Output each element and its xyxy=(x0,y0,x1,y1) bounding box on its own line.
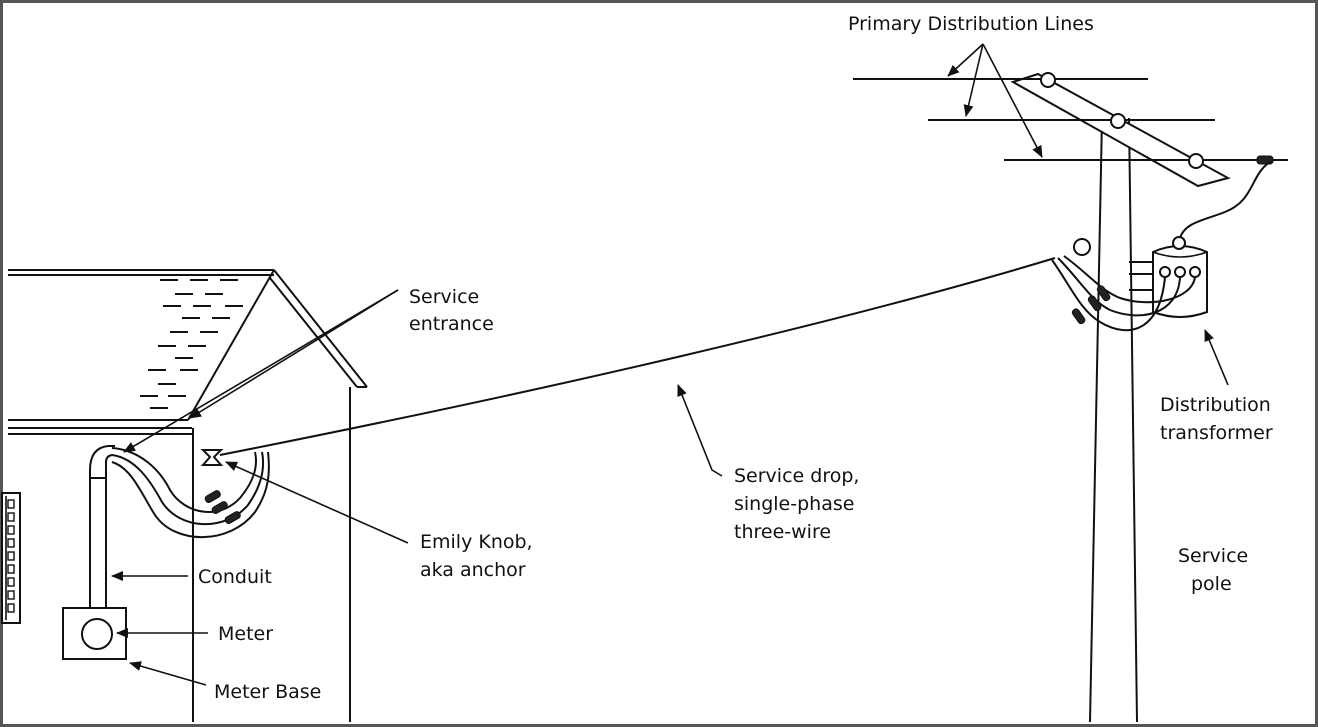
label-service-pole-line2: pole xyxy=(1191,573,1232,595)
label-service-drop-line1: Service drop, xyxy=(734,465,859,487)
label-service-entrance-line2: entrance xyxy=(409,313,494,335)
primary-lines-arrow-1 xyxy=(947,43,984,77)
service-pole xyxy=(853,72,1288,723)
label-service-entrance-line1: Service xyxy=(409,286,479,308)
pole-drop-wires xyxy=(1051,255,1196,332)
meter-base-arrow xyxy=(129,661,207,686)
label-service-drop-line3: three-wire xyxy=(734,521,831,543)
label-emily-knob-line1: Emily Knob, xyxy=(420,531,533,553)
labels: Primary Distribution Lines Service entra… xyxy=(198,13,1273,703)
meter xyxy=(81,618,113,650)
wall-vent xyxy=(1,492,21,624)
primary-lines-arrow-2 xyxy=(963,43,984,117)
emily-knob-anchor xyxy=(200,449,224,466)
label-meter-base: Meter Base xyxy=(214,681,321,703)
conduit xyxy=(89,445,115,612)
label-primary-distribution-lines: Primary Distribution Lines xyxy=(848,13,1094,35)
service-drop-arrow xyxy=(677,384,723,477)
label-distribution-transformer-line2: transformer xyxy=(1160,422,1273,444)
house-insulators xyxy=(204,490,241,524)
roof-shingles xyxy=(140,279,243,409)
label-emily-knob-line2: aka anchor xyxy=(420,559,526,581)
label-meter: Meter xyxy=(218,623,273,645)
primary-lines-arrow-3 xyxy=(982,43,1043,158)
label-conduit: Conduit xyxy=(198,566,272,588)
service-entrance-arrow-2 xyxy=(123,289,399,453)
emily-knob-arrow xyxy=(225,461,409,544)
label-distribution-transformer-line1: Distribution xyxy=(1160,394,1271,416)
label-service-drop-line2: single-phase xyxy=(734,493,854,515)
service-drop-line xyxy=(219,257,1056,456)
label-service-pole-line1: Service xyxy=(1178,545,1248,567)
service-entrance-wires xyxy=(111,447,270,539)
leader-lines xyxy=(111,43,1229,686)
transformer-arrow xyxy=(1204,329,1229,386)
house xyxy=(1,269,368,722)
